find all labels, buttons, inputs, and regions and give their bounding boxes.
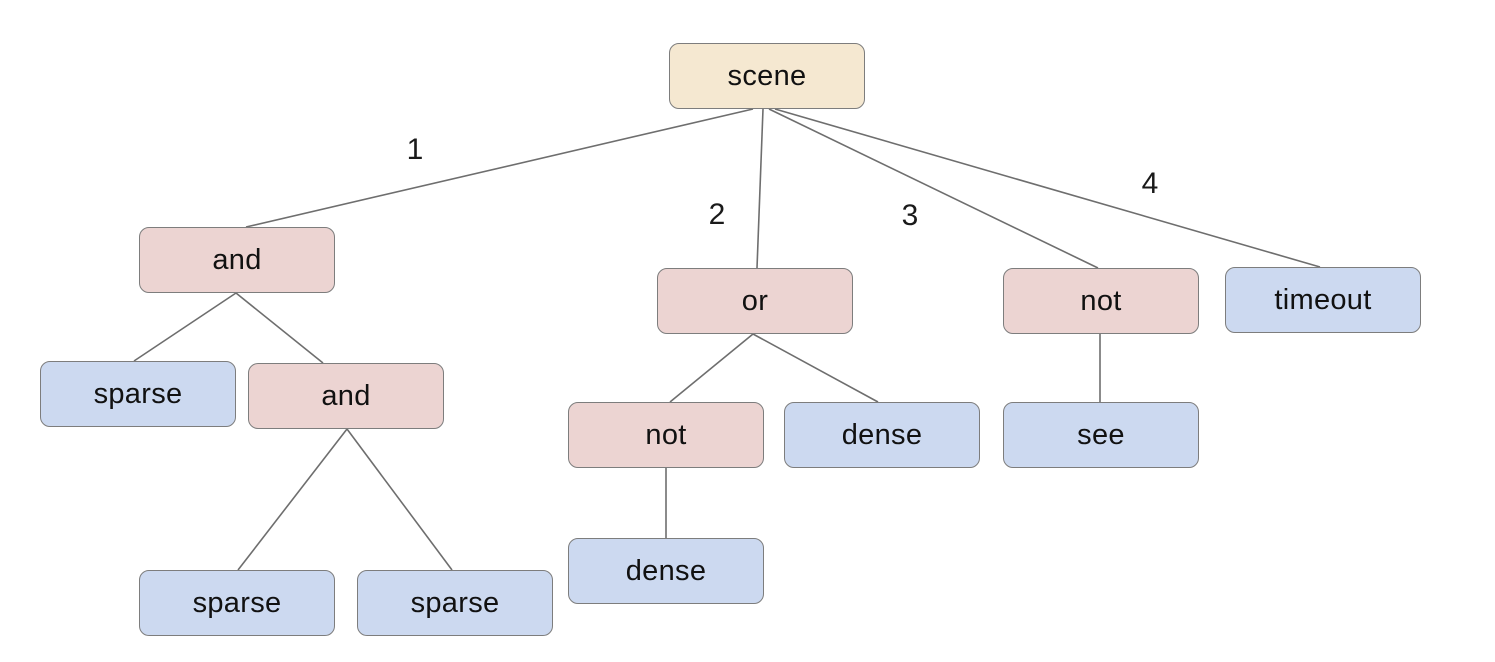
node-sparse-1: sparse: [40, 361, 236, 427]
edge-and-2-sparse-2: [237, 428, 348, 571]
edge-scene-timeout: [774, 108, 1321, 268]
node-dense-2: dense: [568, 538, 764, 604]
edge-label-3: 3: [901, 199, 919, 232]
node-not-2: not: [1003, 268, 1199, 334]
edge-scene-not-2: [768, 108, 1099, 269]
node-scene: scene: [669, 43, 865, 109]
edge-scene-or-1: [756, 108, 764, 269]
edge-scene-and-1: [245, 108, 754, 228]
node-timeout: timeout: [1225, 267, 1421, 333]
edge-and-2-sparse-3: [346, 428, 453, 571]
node-dense-1: dense: [784, 402, 980, 468]
edge-or-1-not-1: [669, 333, 754, 403]
node-sparse-3: sparse: [357, 570, 553, 636]
node-and-1: and: [139, 227, 335, 293]
edge-or-1-dense-1: [752, 333, 879, 403]
node-see: see: [1003, 402, 1199, 468]
edge-and-1-and-2: [235, 292, 324, 364]
node-not-1: not: [568, 402, 764, 468]
edge-label-1: 1: [406, 133, 424, 166]
edge-label-2: 2: [708, 198, 726, 231]
edge-and-1-sparse-1: [133, 292, 237, 362]
node-and-2: and: [248, 363, 444, 429]
node-sparse-2: sparse: [139, 570, 335, 636]
node-or-1: or: [657, 268, 853, 334]
edge-label-4: 4: [1141, 167, 1159, 200]
